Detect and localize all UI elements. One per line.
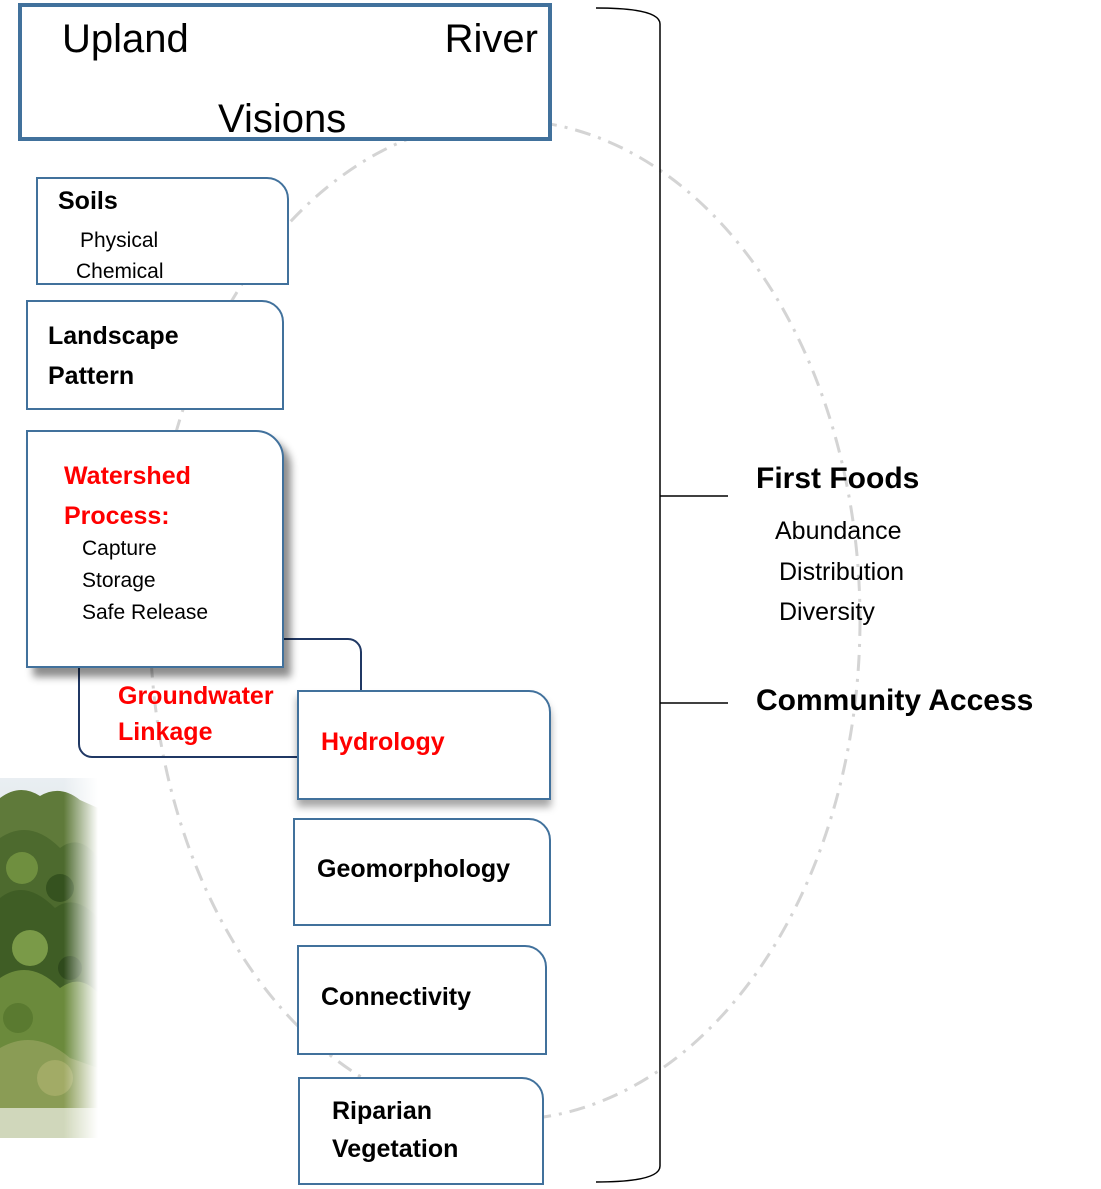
riparian-line2: Vegetation [332,1135,459,1163]
groundwater-line2: Linkage [118,718,213,746]
watershed-line1: Watershed [64,462,191,490]
geomorphology-label: Geomorphology [317,855,511,883]
landscape-pattern-box: Landscape Pattern [26,300,284,410]
vegetation-photo [0,778,98,1138]
watershed-item-safe-release: Safe Release [82,601,209,624]
title-box: Upland River Visions [18,3,552,141]
soils-item-physical: Physical [80,229,159,252]
first-foods-item-diversity: Diversity [779,598,875,626]
title-word-upland: Upland [62,17,189,61]
connectivity-label: Connectivity [321,983,472,1011]
first-foods-title: First Foods [756,462,920,495]
riparian-vegetation-box: Riparian Vegetation [298,1077,544,1185]
landscape-line2: Pattern [48,362,135,390]
groundwater-line1: Groundwater [118,682,274,710]
first-foods-item-distribution: Distribution [779,558,905,586]
riparian-line1: Riparian [332,1097,433,1125]
hydrology-box: Hydrology [297,690,551,800]
community-access-title: Community Access [756,684,1034,717]
watershed-line2: Process: [64,502,170,530]
landscape-line1: Landscape [48,322,179,350]
geomorphology-box: Geomorphology [293,818,551,926]
watershed-item-capture: Capture [82,537,157,560]
watershed-process-box: Watershed Process: Capture Storage Safe … [26,430,284,668]
soils-box: Soils Physical Chemical [36,177,289,285]
hydrology-label: Hydrology [321,728,445,756]
watershed-item-storage: Storage [82,569,156,592]
soils-heading: Soils [58,187,118,215]
first-foods-item-abundance: Abundance [775,517,902,545]
connectivity-box: Connectivity [297,945,547,1055]
soils-item-chemical: Chemical [76,260,164,283]
title-word-visions: Visions [218,97,347,141]
title-word-river: River [444,17,538,61]
